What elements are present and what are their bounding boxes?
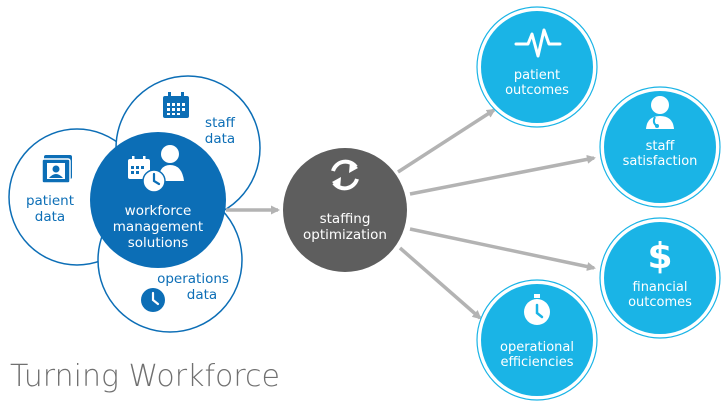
financial-outcomes-line2: outcomes [628, 295, 692, 310]
operations-data-node: operations data [145, 268, 241, 308]
dollar-icon: $ [647, 236, 672, 277]
staff-satisfaction-line1: staff [645, 138, 675, 154]
workforce-node: workforce management solutions [105, 200, 211, 256]
stopwatch-icon [524, 294, 550, 325]
patient-outcomes-circle [477, 7, 597, 127]
heartbeat-icon [514, 28, 562, 58]
hub-line2: optimization [303, 227, 387, 243]
clock-icon [141, 288, 165, 312]
operational-efficiencies-ring [476, 279, 598, 401]
calendar-icon [163, 92, 189, 118]
financial-outcomes-node: financial outcomes [608, 276, 712, 314]
operations-data-line2: data [186, 287, 218, 303]
connector-staff-satisfaction [409, 154, 596, 196]
page-title: Turning Workforce [10, 359, 280, 394]
operational-efficiencies-line2: efficiencies [500, 355, 574, 370]
staff-data-line1: staff [205, 115, 235, 132]
patient-data-line2: data [34, 209, 66, 225]
financial-outcomes-ring [599, 217, 721, 339]
staff-satisfaction-line2: satisfaction [622, 154, 698, 169]
staff-data-line2: data [204, 131, 236, 147]
financial-outcomes-circle [600, 218, 720, 338]
workforce-line2: management [112, 219, 204, 236]
staff-data-node: staff data [190, 112, 250, 152]
connector-operational-efficiencies [398, 246, 482, 320]
connector-patient-outcomes [397, 108, 496, 174]
hub-circle [283, 148, 407, 272]
hub-node: staffing optimization [290, 208, 400, 248]
doctor-icon [646, 96, 674, 129]
refresh-cycle-icon [331, 159, 359, 191]
patient-outcomes-ring [476, 6, 598, 128]
financial-outcomes-line1: financial [632, 279, 688, 295]
staff-satisfaction-circle [600, 87, 720, 207]
workforce-circle [90, 132, 226, 268]
svg-text:$: $ [647, 236, 672, 277]
scheduler-person-icon [128, 145, 184, 193]
operational-efficiencies-node: operational efficiencies [485, 336, 589, 374]
hub-line1: staffing [319, 211, 371, 228]
patient-id-card-icon [41, 155, 72, 184]
operational-efficiencies-circle [477, 280, 597, 400]
operational-efficiencies-line1: operational [500, 339, 574, 355]
patient-outcomes-line2: outcomes [505, 83, 569, 98]
connector-financial-outcomes [409, 227, 596, 271]
workforce-line1: workforce [124, 203, 192, 220]
staff-satisfaction-node: staff satisfaction [608, 135, 712, 173]
patient-data-node: patient data [15, 190, 85, 230]
staff-satisfaction-ring [599, 86, 721, 208]
patient-data-line1: patient [25, 193, 75, 210]
patient-outcomes-line1: patient [513, 67, 561, 83]
operations-data-line1: operations [157, 271, 229, 288]
patient-outcomes-node: patient outcomes [487, 64, 587, 102]
workforce-line3: solutions [127, 234, 189, 251]
